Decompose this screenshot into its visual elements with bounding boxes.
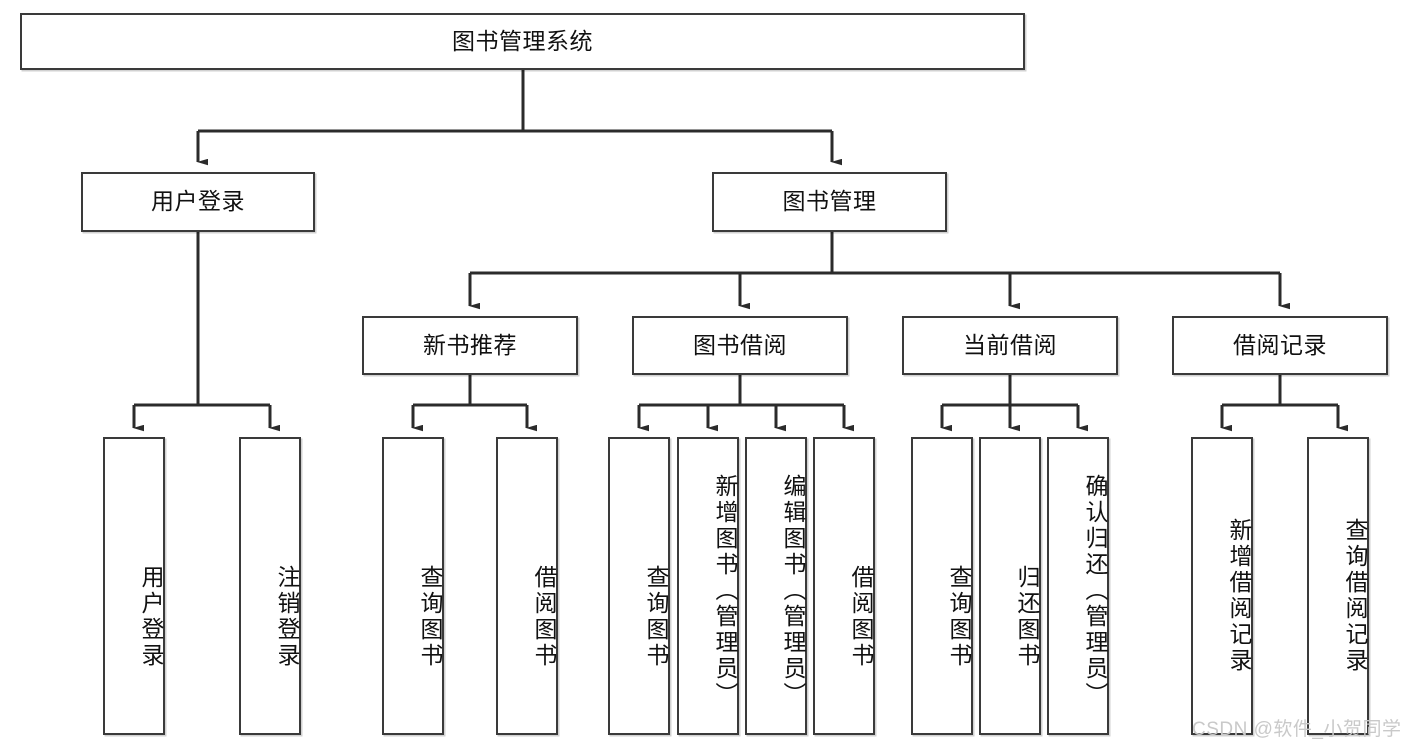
node-label: 借阅记录: [1233, 331, 1327, 358]
node-leaf-return-book[interactable]: 归还图书: [979, 437, 1041, 735]
node-label: 当前借阅: [963, 331, 1057, 358]
node-label: 编辑图书（管理员）: [780, 474, 806, 708]
node-label: 新书推荐: [423, 331, 517, 358]
node-leaf-query-book-borrow[interactable]: 查询图书: [608, 437, 670, 735]
node-leaf-query-book-recommend[interactable]: 查询图书: [382, 437, 444, 735]
node-new-book-recommend[interactable]: 新书推荐: [362, 316, 578, 375]
node-leaf-borrow-book[interactable]: 借阅图书: [813, 437, 875, 735]
node-leaf-query-book-current[interactable]: 查询图书: [911, 437, 973, 735]
node-current-borrow[interactable]: 当前借阅: [902, 316, 1118, 375]
node-label: 归还图书: [1014, 565, 1040, 669]
node-label: 借阅图书: [531, 565, 557, 669]
node-label: 查询图书: [946, 565, 972, 669]
node-label: 借阅图书: [848, 565, 874, 669]
node-user-login[interactable]: 用户登录: [81, 172, 315, 232]
node-label: 查询图书: [643, 565, 669, 669]
node-leaf-borrow-book-recommend[interactable]: 借阅图书: [496, 437, 558, 735]
node-label: 注销登录: [274, 565, 300, 669]
node-label: 查询图书: [417, 565, 443, 669]
node-borrow-record[interactable]: 借阅记录: [1172, 316, 1388, 375]
node-label: 查询借阅记录: [1342, 518, 1368, 674]
node-book-borrow[interactable]: 图书借阅: [632, 316, 848, 375]
node-leaf-edit-book[interactable]: 编辑图书（管理员）: [745, 437, 807, 735]
node-root-book-management-system[interactable]: 图书管理系统: [20, 13, 1025, 70]
node-label: 图书管理: [782, 188, 877, 215]
node-label: 用户登录: [138, 565, 164, 669]
node-book-management[interactable]: 图书管理: [712, 172, 947, 232]
node-label: 用户登录: [151, 188, 245, 215]
csdn-watermark: CSDN @软件_小贺同学: [1192, 719, 1402, 740]
node-leaf-confirm-return[interactable]: 确认归还（管理员）: [1047, 437, 1109, 735]
node-label: 图书借阅: [693, 331, 787, 358]
node-label: 新增图书（管理员）: [712, 474, 738, 708]
node-label: 确认归还（管理员）: [1082, 474, 1108, 708]
node-leaf-query-borrow-record[interactable]: 查询借阅记录: [1307, 437, 1369, 735]
node-leaf-user-login[interactable]: 用户登录: [103, 437, 165, 735]
node-leaf-add-borrow-record[interactable]: 新增借阅记录: [1191, 437, 1253, 735]
node-leaf-user-logout[interactable]: 注销登录: [239, 437, 301, 735]
node-label: 图书管理系统: [452, 27, 593, 54]
node-label: 新增借阅记录: [1226, 518, 1252, 674]
node-leaf-add-book[interactable]: 新增图书（管理员）: [677, 437, 739, 735]
